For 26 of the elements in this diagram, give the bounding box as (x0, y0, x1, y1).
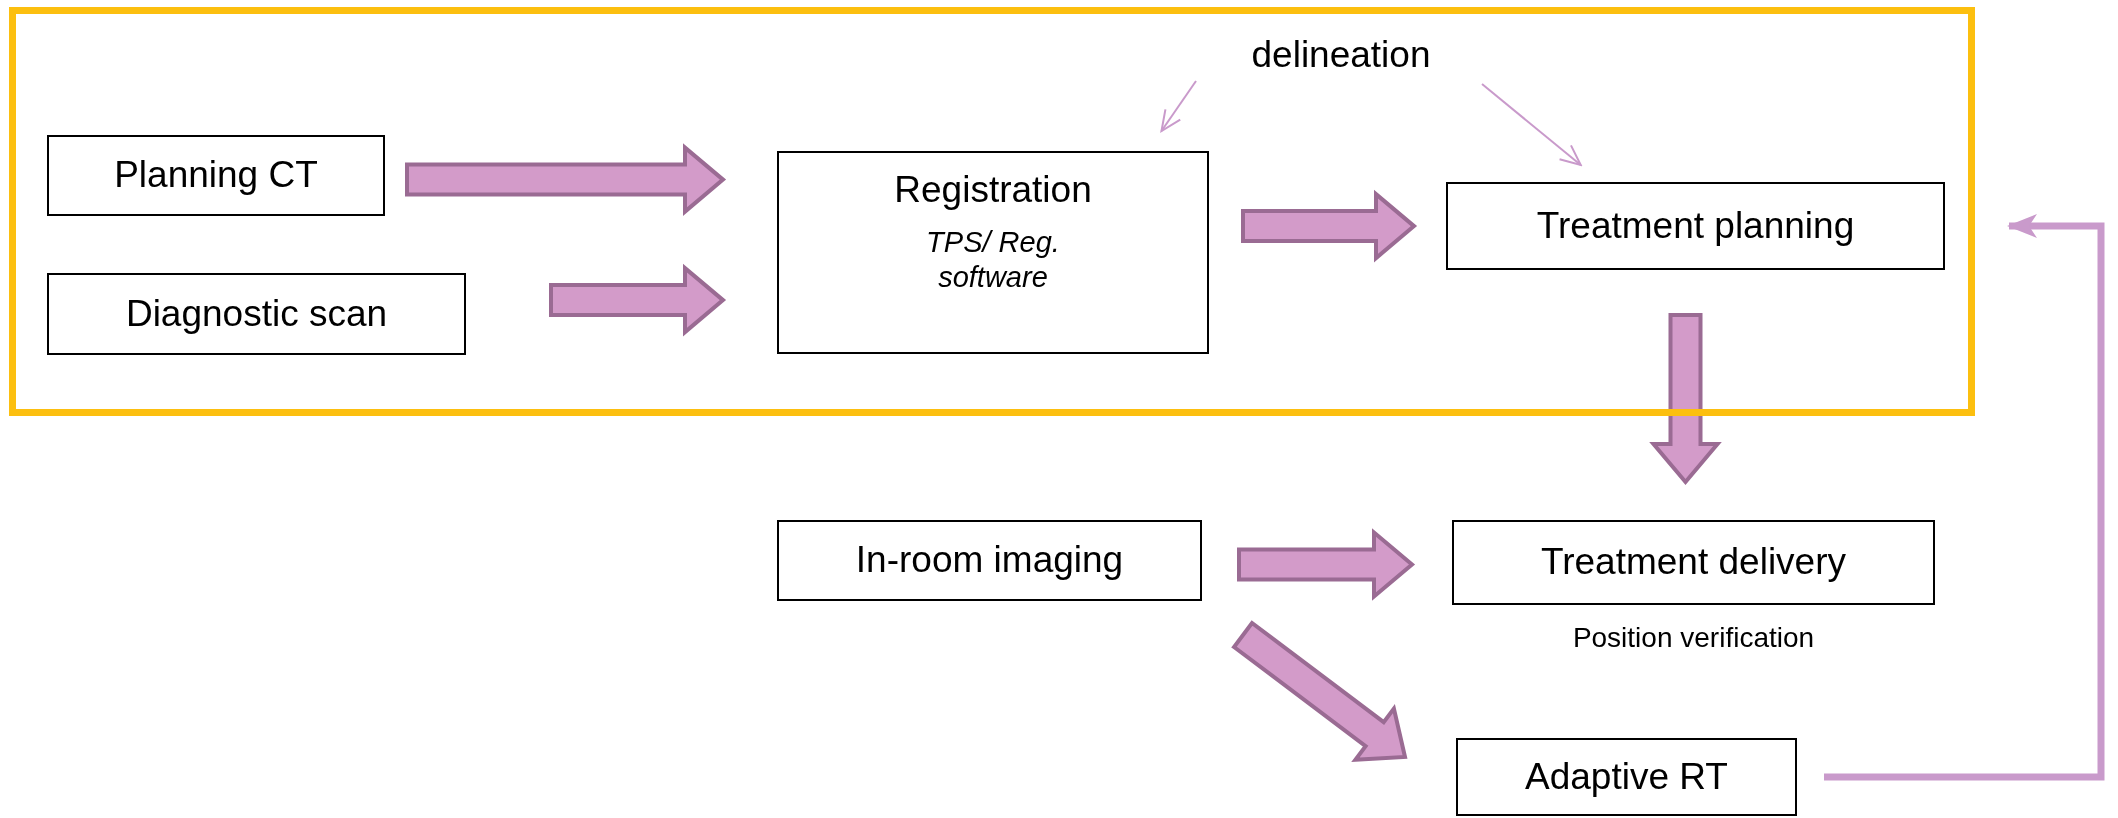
frame-box (9, 7, 1975, 416)
block-arrow (1237, 528, 1416, 601)
process-box (1446, 182, 1945, 270)
block-arrow (549, 263, 727, 337)
process-box (777, 520, 1202, 601)
block-arrow (405, 143, 727, 216)
block-arrow (1231, 620, 1408, 762)
node-title: Diagnostic scan (125, 291, 388, 336)
node-title: Treatment planning (1536, 203, 1855, 248)
process-box (47, 135, 385, 216)
node-title: In-room imaging (855, 538, 1124, 583)
leader-arrow (1481, 83, 1582, 166)
process-box (777, 151, 1209, 354)
node-title: Adaptive RT (1525, 754, 1728, 799)
block-arrow (1649, 313, 1722, 486)
process-box (1456, 738, 1797, 816)
process-box (47, 273, 466, 355)
node-subtitle: TPS/ Reg. software (925, 225, 1061, 295)
block-arrow (1241, 189, 1418, 263)
leader-arrow (1160, 80, 1197, 132)
node-title: Treatment delivery (1541, 540, 1846, 585)
node-caption: Position verification (1571, 621, 1816, 655)
node-title: delineation (1251, 33, 1431, 78)
node-title: Registration (894, 168, 1092, 212)
process-box (1452, 520, 1935, 605)
node-title: Planning CT (114, 153, 318, 198)
